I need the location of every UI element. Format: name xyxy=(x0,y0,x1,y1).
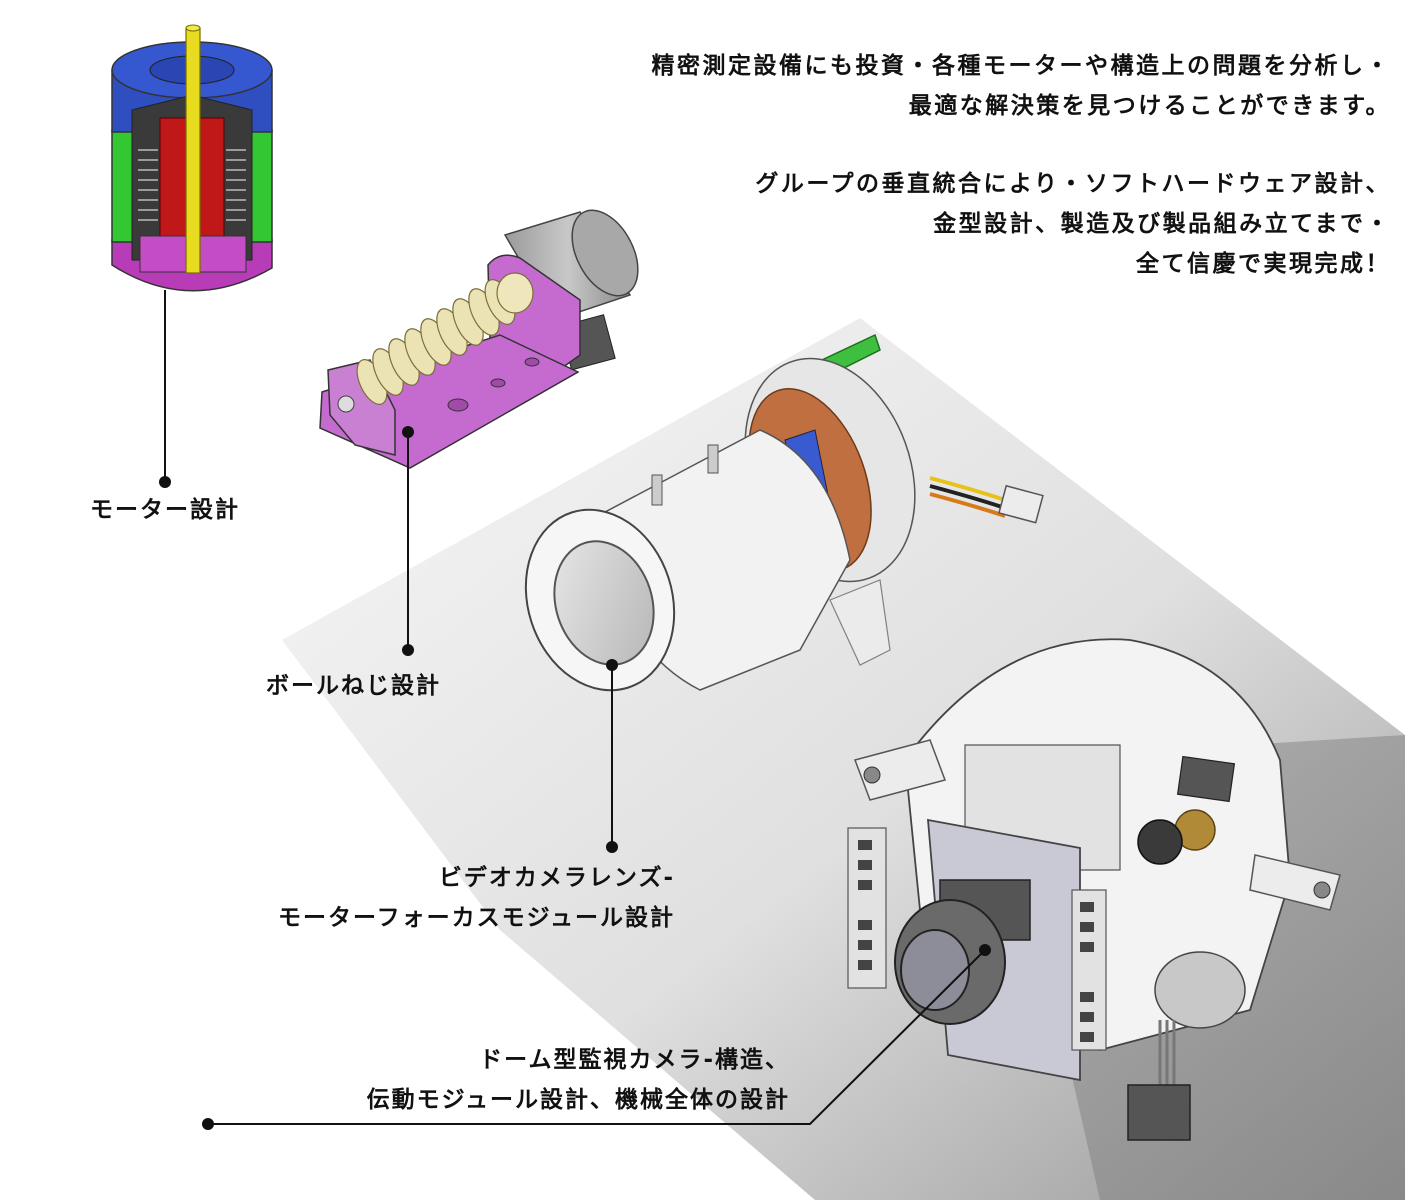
dome-cable xyxy=(1158,1020,1176,1090)
dot-ballscrew-end xyxy=(402,644,414,656)
dome-sensor-chip xyxy=(1176,755,1236,803)
dome-stepper-motor xyxy=(1154,951,1246,1029)
dome-left-arm xyxy=(854,739,946,801)
dome-cable-connector xyxy=(1127,1084,1191,1141)
dome-led-contacts-left xyxy=(858,840,872,970)
group-line-2: 金型設計、製造及び製品組み立てまで・ xyxy=(933,211,1391,237)
motor-cutaway-model xyxy=(111,24,273,292)
label-motor-design: モーター設計 xyxy=(90,497,240,523)
lens-screw-1 xyxy=(651,474,663,506)
lens-screw-2 xyxy=(707,444,719,474)
dot-motor-end xyxy=(159,476,171,488)
dot-dome-end xyxy=(202,1118,214,1130)
dome-left-screw xyxy=(863,766,881,784)
leader-dots xyxy=(159,426,991,1130)
ballscrew-worm-gear xyxy=(356,272,534,405)
label-camera-line-1: ビデオカメラレンズ- xyxy=(438,865,675,891)
ballscrew-hole-2 xyxy=(490,378,506,388)
label-dome-line-2: 伝動モジュール設計、機械全体の設計 xyxy=(366,1087,790,1113)
motor-shaft xyxy=(185,27,201,274)
dome-led-contacts-right xyxy=(1080,902,1094,1042)
ballscrew-hole-1 xyxy=(447,398,469,412)
label-ballscrew-design: ボールねじ設計 xyxy=(266,673,441,699)
label-camera-line-2: モーターフォーカスモジュール設計 xyxy=(277,905,675,931)
label-dome-camera-design: ドーム型監視カメラ-構造、 伝動モジュール設計、機械全体の設計 xyxy=(367,1040,790,1120)
group-line-3: 全て信慶で実現完成！ xyxy=(1136,251,1391,277)
lens-wire-orange xyxy=(929,492,1006,518)
motor-winding xyxy=(138,149,246,221)
ballscrew-hole-3 xyxy=(524,357,540,367)
dome-lens-glass xyxy=(900,929,970,1011)
group-line-1: グループの垂直統合により・ソフトハードウェア設計、 xyxy=(755,171,1391,197)
ballscrew-model xyxy=(319,209,639,469)
dot-camera-end xyxy=(606,841,618,853)
leader-lines xyxy=(164,290,986,1125)
motor-shaft-tip xyxy=(185,24,201,32)
ballscrew-end-cap xyxy=(337,395,355,413)
dome-gear-black xyxy=(1137,819,1183,865)
intro-line-1: 精密測定設備にも投資・各種モーターや構造上の問題を分析し・ xyxy=(651,53,1391,79)
dot-ballscrew-start xyxy=(402,426,414,438)
lens-front-glass xyxy=(553,540,655,666)
leader-dome xyxy=(208,949,986,1125)
dome-camera-model xyxy=(847,638,1341,1141)
ballscrew-motor-end xyxy=(571,209,639,297)
dome-right-screw xyxy=(1313,881,1331,899)
lens-wire-black xyxy=(929,484,1006,510)
dome-led-strip-right xyxy=(1071,889,1107,1051)
camera-lens-model xyxy=(524,333,1044,692)
label-camera-lens-design: ビデオカメラレンズ- モーターフォーカスモジュール設計 xyxy=(278,858,675,938)
dot-dome-start xyxy=(979,944,991,956)
intro-line-2: 最適な解決策を見つけることができます。 xyxy=(908,93,1391,119)
lens-wire-yellow xyxy=(929,476,1006,502)
intro-paragraph: 精密測定設備にも投資・各種モーターや構造上の問題を分析し・ 最適な解決策を見つけ… xyxy=(652,46,1392,126)
group-paragraph: グループの垂直統合により・ソフトハードウェア設計、 金型設計、製造及び製品組み立… xyxy=(755,164,1391,284)
label-dome-line-1: ドーム型監視カメラ-構造、 xyxy=(479,1047,790,1073)
lens-connector xyxy=(998,484,1044,524)
lens-mount-bracket xyxy=(829,579,891,666)
dot-camera-start xyxy=(606,659,618,671)
